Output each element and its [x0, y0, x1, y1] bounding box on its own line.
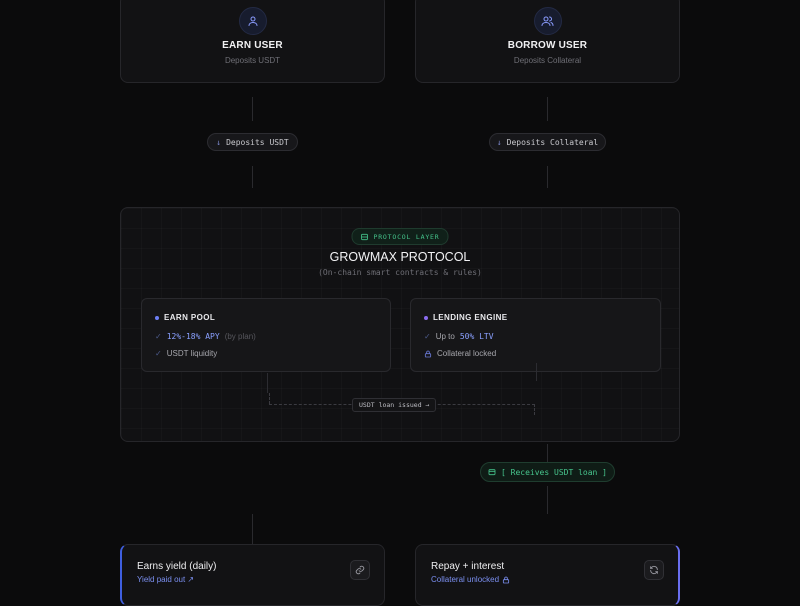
arrow-down-icon: ↓	[496, 137, 502, 147]
protocol-badge: PROTOCOL LAYER	[351, 228, 449, 245]
earn-user-card: EARN USER Deposits USDT	[120, 0, 385, 83]
borrow-user-title: BORROW USER	[507, 40, 588, 51]
connector-borrow-top	[547, 97, 548, 121]
lock-icon	[424, 350, 432, 357]
deposit-collateral-label: Deposits Collateral	[506, 137, 599, 147]
lending-engine-collateral: Collateral locked	[437, 349, 497, 358]
lending-engine-collateral-row: Collateral locked	[424, 349, 496, 358]
protocol-title: GROWMAX PROTOCOL	[329, 250, 471, 264]
protocol-layer: PROTOCOL LAYER GROWMAX PROTOCOL (On-chai…	[120, 207, 680, 442]
lending-engine-dot	[424, 316, 428, 320]
earn-user-title: EARN USER	[222, 40, 283, 51]
database-icon	[361, 233, 368, 240]
earn-pool-dot	[155, 316, 159, 320]
deposit-usdt-pill: ↓ Deposits USDT	[207, 133, 298, 151]
receives-loan-label: [ Receives USDT loan ]	[501, 467, 607, 477]
earn-pool-liquidity-row: ✓ USDT liquidity	[155, 349, 217, 358]
earn-pool-liquidity: USDT liquidity	[166, 349, 218, 358]
earn-pool-title: EARN POOL	[164, 313, 216, 322]
deposit-collateral-pill: ↓ Deposits Collateral	[489, 133, 606, 151]
users-icon	[533, 7, 562, 35]
repay-title: Repay + interest	[431, 561, 505, 572]
unlock-icon	[502, 576, 510, 583]
connector-borrow-mid	[547, 166, 548, 188]
protocol-badge-label: PROTOCOL LAYER	[373, 232, 440, 241]
repay-subtitle: Collateral unlocked	[431, 575, 500, 584]
repay-card: Repay + interest Collateral unlocked	[415, 544, 680, 606]
repay-subtitle-row: Collateral unlocked	[431, 575, 510, 584]
borrow-user-card: BORROW USER Deposits Collateral	[415, 0, 680, 83]
user-icon	[238, 7, 267, 35]
loan-dash-right	[534, 404, 535, 415]
earn-yield-card: Earns yield (daily) Yield paid out ↗	[120, 544, 385, 606]
deposit-usdt-label: Deposits USDT	[226, 137, 289, 147]
lending-engine-ltv-prefix: Up to	[435, 332, 455, 341]
borrow-user-subtitle: Deposits Collateral	[513, 56, 582, 65]
loan-connector-right	[536, 363, 537, 381]
connector-borrow-bottom	[547, 486, 548, 514]
lending-engine-ltv-row: ✓ Up to 50% LTV	[424, 332, 494, 341]
link-icon[interactable]	[350, 560, 370, 580]
earn-user-subtitle: Deposits USDT	[224, 56, 281, 65]
connector-earn-mid	[252, 166, 253, 188]
connector-earn-bottom	[252, 514, 253, 544]
connector-earn-top	[252, 97, 253, 121]
lending-engine-panel: LENDING ENGINE ✓ Up to 50% LTV Collatera…	[410, 298, 661, 372]
lending-engine-ltv: 50% LTV	[459, 332, 494, 341]
loan-issued-label: USDT loan issued →	[352, 398, 437, 412]
check-icon: ✓	[424, 332, 431, 341]
refresh-icon[interactable]	[644, 560, 664, 580]
lending-engine-title: LENDING ENGINE	[433, 313, 508, 322]
protocol-subtitle: (On-chain smart contracts & rules)	[318, 268, 482, 277]
arrow-down-icon: ↓	[216, 137, 222, 147]
loan-dash-left	[269, 393, 270, 404]
check-icon: ✓	[155, 332, 162, 341]
earn-yield-title: Earns yield (daily)	[137, 561, 217, 572]
earn-pool-apy: 12%-18% APY	[166, 332, 220, 341]
check-icon: ✓	[155, 349, 162, 358]
earn-pool-apy-note: (by plan)	[224, 332, 256, 341]
connector-borrow-low	[547, 444, 548, 462]
earn-yield-subtitle: Yield paid out ↗	[137, 575, 195, 584]
earn-pool-panel: EARN POOL ✓ 12%-18% APY (by plan) ✓ USDT…	[141, 298, 391, 372]
loan-connector-left	[267, 373, 268, 393]
wallet-icon	[488, 469, 496, 476]
earn-pool-apy-row: ✓ 12%-18% APY (by plan)	[155, 332, 256, 341]
receives-loan-pill: [ Receives USDT loan ]	[480, 462, 615, 482]
